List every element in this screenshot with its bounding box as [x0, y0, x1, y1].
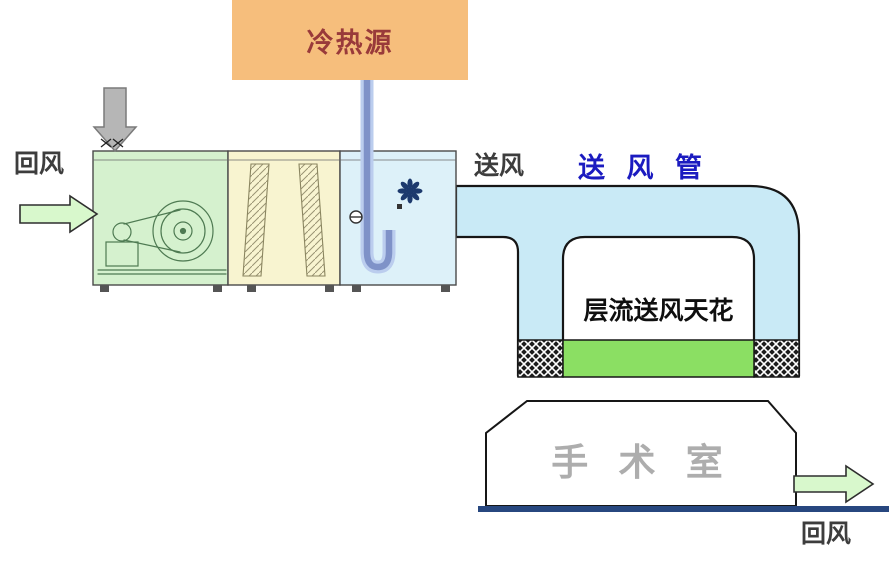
- label-supply-air: 送风: [474, 152, 525, 180]
- label-operating-room: 手 术 室: [551, 442, 733, 483]
- ahu-unit: [92, 150, 457, 292]
- floor-line: [478, 506, 889, 512]
- fresh-air-arrow-icon: [92, 87, 138, 153]
- return-air-arrow-left-icon: [19, 194, 99, 234]
- duct-connector-left-icon: [517, 339, 564, 378]
- return-air-arrow-right-icon: [793, 464, 875, 504]
- heat-source-box: 冷热源: [232, 0, 468, 80]
- label-supply-duct: 送 风 管: [578, 153, 710, 183]
- label-return-air-right: 回风: [801, 520, 852, 548]
- heat-source-label: 冷热源: [306, 27, 394, 58]
- heat-source-pipe: [349, 80, 396, 274]
- ahu-filter-drawing: [242, 163, 326, 277]
- ahu-fan-drawing: [97, 200, 227, 275]
- duct-connector-right-icon: [753, 339, 800, 378]
- supply-fan-icon: [397, 178, 423, 209]
- damper-icon: [100, 138, 124, 148]
- ahu-feet: [100, 285, 450, 292]
- ahu-fan-section: [92, 150, 229, 286]
- label-laminar-ceiling: 层流送风天花: [583, 297, 734, 325]
- laminar-ceiling-bar: [562, 339, 755, 378]
- label-return-air-left: 回风: [14, 150, 65, 178]
- supply-duct-shape: [454, 184, 801, 378]
